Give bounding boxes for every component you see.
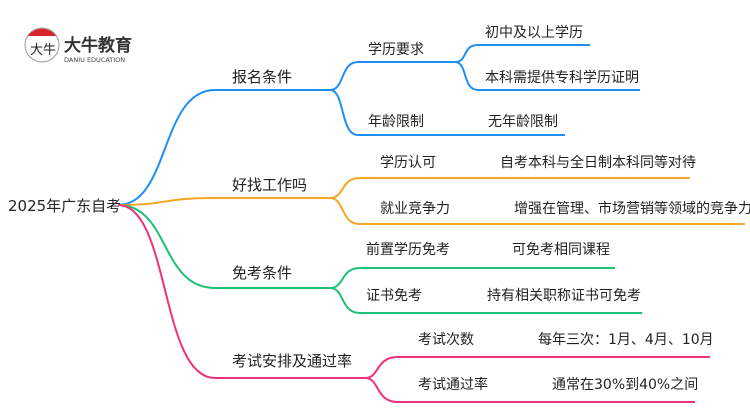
logo-name-en: DANIU EDUCATION — [64, 56, 125, 64]
node-label: 学历要求 — [368, 42, 424, 58]
leaf-label: 通常在30%到40%之间 — [552, 377, 698, 393]
branch-label: 考试安排及通过率 — [232, 352, 352, 370]
root-node: 2025年广东自考 — [8, 197, 121, 215]
branch-label: 报名条件 — [232, 68, 292, 86]
node-label: 考试次数 — [418, 332, 474, 348]
leaf-label: 每年三次：1月、4月、10月 — [538, 332, 714, 348]
branch-exemption: 免考条件 前置学历免考 证书免考 可免考相同课程 持有相关职称证书可免考 — [215, 241, 642, 314]
node-label: 考试通过率 — [418, 376, 488, 393]
branch-employment: 好找工作吗 学历认可 就业竞争力 自考本科与全日制本科同等对待 增强在管理、市场… — [215, 154, 750, 225]
branch-registration: 报名条件 学历要求 年龄限制 初中及以上学历 本科需提供专科学历证明 无年龄限制 — [215, 24, 640, 136]
branch-schedule: 考试安排及通过率 考试次数 考试通过率 每年三次：1月、4月、10月 通常在30… — [215, 332, 714, 403]
logo-name: 大牛教育 — [64, 35, 132, 56]
leaf-label: 持有相关职称证书可免考 — [487, 288, 641, 304]
leaf-label: 本科需提供专科学历证明 — [485, 70, 639, 86]
node-label: 证书免考 — [366, 288, 422, 304]
node-label: 学历认可 — [380, 155, 436, 171]
node-label: 前置学历免考 — [366, 241, 450, 258]
logo: 大牛 大牛教育 DANIU EDUCATION — [24, 27, 132, 64]
leaf-label: 可免考相同课程 — [512, 242, 610, 258]
branch-label: 免考条件 — [232, 264, 292, 282]
leaf-label: 自考本科与全日制本科同等对待 — [500, 154, 696, 171]
node-label: 就业竞争力 — [380, 200, 450, 217]
leaf-label: 初中及以上学历 — [485, 24, 583, 41]
leaf-label: 无年龄限制 — [488, 114, 558, 130]
leaf-label: 增强在管理、市场营销等领域的竞争力 — [514, 200, 750, 217]
logo-mark: 大牛 — [30, 43, 56, 58]
node-label: 年龄限制 — [368, 114, 424, 130]
logo-badge-icon — [24, 27, 60, 63]
branch-label: 好找工作吗 — [232, 176, 307, 194]
